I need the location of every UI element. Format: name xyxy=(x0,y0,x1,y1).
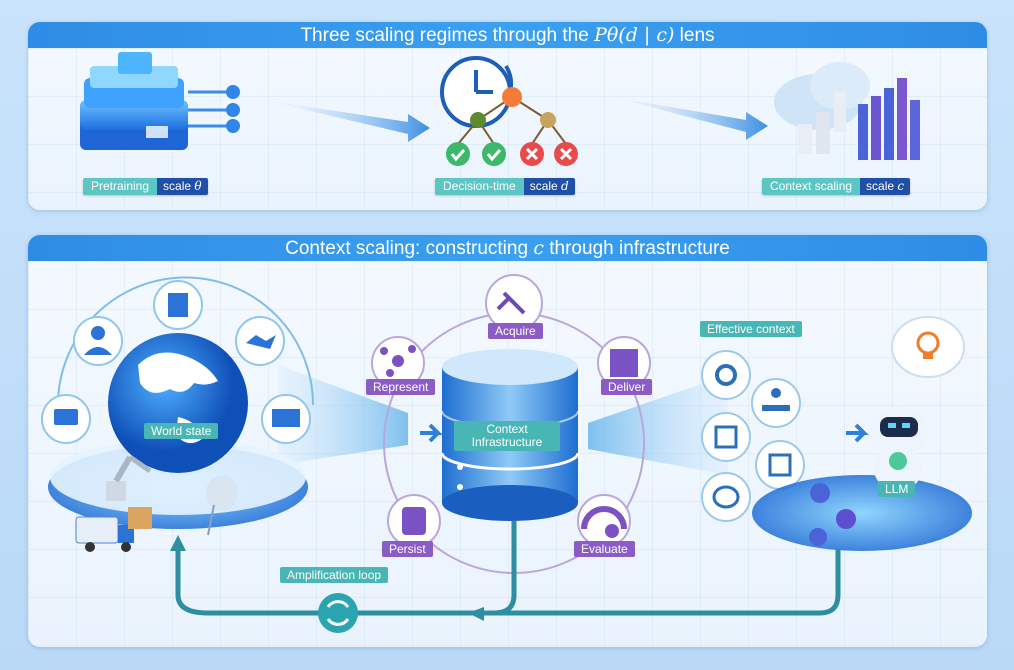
acquire-satellite-icon xyxy=(485,274,543,332)
top-panel: Three scaling regimes through the Pθ(d |… xyxy=(28,22,987,210)
op-acquire: Acquire xyxy=(488,323,543,339)
infra-label: Context Infrastructure xyxy=(454,421,560,451)
truck-icon xyxy=(75,516,134,552)
evaluate-gauge-icon xyxy=(577,494,631,548)
chart-monitor-icon xyxy=(261,394,311,444)
amplification-loop-label: Amplification loop xyxy=(280,567,389,583)
settings-gear-icon xyxy=(701,350,751,400)
edit-doc-icon xyxy=(153,280,203,330)
box-icon xyxy=(128,507,152,529)
llm-label: LLM xyxy=(878,481,916,497)
lightbulb-icon xyxy=(891,316,965,378)
loop-path xyxy=(175,545,841,616)
robot-arm-icon xyxy=(106,454,152,501)
blueprint-icon xyxy=(701,412,751,462)
arrow-to-llm xyxy=(846,423,869,443)
bottom-panel: Context scaling: constructing c through … xyxy=(28,235,987,647)
handshake-icon xyxy=(235,316,285,366)
decision-tree-icon xyxy=(440,56,578,166)
op-persist: Persist xyxy=(382,541,433,557)
loop-refresh-icon xyxy=(318,593,358,633)
top-panel-title: Three scaling regimes through the Pθ(d |… xyxy=(28,22,987,48)
arrow-2 xyxy=(608,96,768,140)
arrow-1 xyxy=(263,100,430,142)
world-state-label: World state xyxy=(144,423,219,439)
robot-icon xyxy=(868,407,928,491)
effective-context-label: Effective context xyxy=(700,321,802,337)
top-illustrations xyxy=(80,52,920,166)
bottom-panel-title: Context scaling: constructing c through … xyxy=(28,235,987,261)
op-evaluate: Evaluate xyxy=(574,541,635,557)
beam-left xyxy=(278,365,408,465)
deliver-arrows-icon xyxy=(597,336,651,390)
beam-right xyxy=(588,375,728,475)
satellite-dish-icon xyxy=(206,475,238,536)
chat-icon xyxy=(41,394,91,444)
person-icon xyxy=(73,316,123,366)
arrow-to-infra xyxy=(420,423,443,443)
hierarchy-icon xyxy=(751,378,801,428)
pretraining-stack-icon xyxy=(80,52,240,150)
llm-platform xyxy=(752,475,972,551)
context-scaling-icon xyxy=(774,62,920,160)
persist-database-icon xyxy=(387,494,441,548)
op-deliver: Deliver xyxy=(601,379,653,395)
brain-icon xyxy=(701,472,751,522)
op-represent: Represent xyxy=(366,379,436,395)
chip-icon xyxy=(755,440,805,490)
